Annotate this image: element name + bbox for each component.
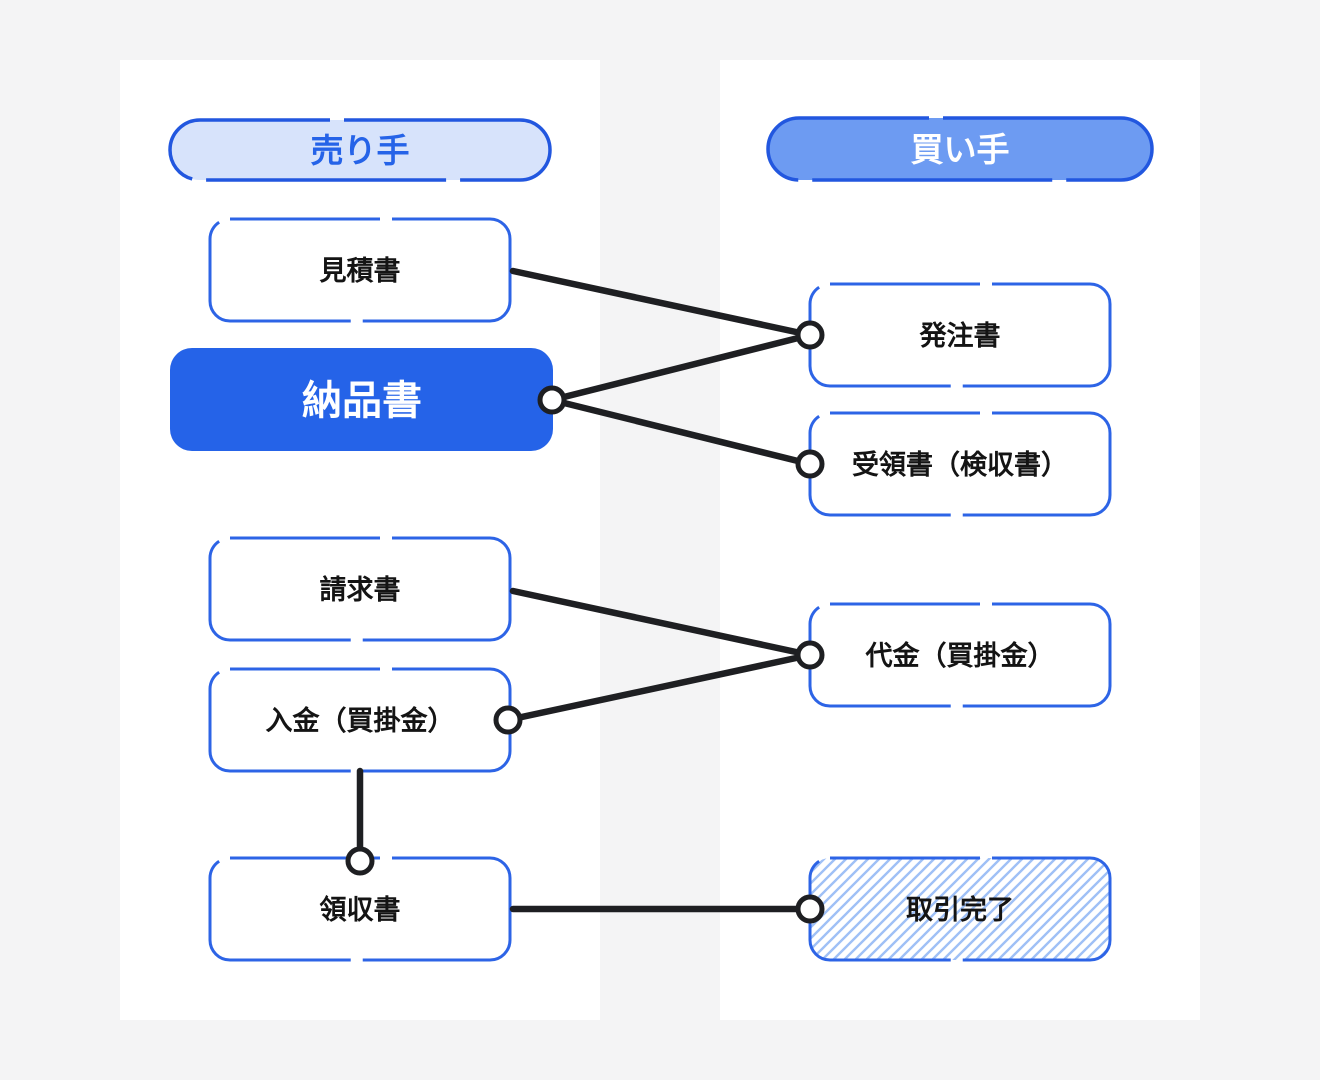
box-quotation-label: 見積書 [320,256,401,287]
buyer-header-pill-shape [766,116,1154,182]
box-goods-receipt-label: 受領書（検収書） [852,449,1068,481]
connector-node-payment [795,640,825,670]
buyer-header-label: 買い手 [911,130,1010,169]
connector-quotation-to-purchase-order [509,267,814,339]
buyer-header-pill: 買い手 [766,116,1154,182]
seller-header-pill: 売り手 [168,118,552,182]
box-delivery-note-label: 納品書 [302,378,422,424]
box-payment-label: 代金（買掛金） [865,640,1055,672]
box-invoice-label: 請求書 [320,574,401,606]
connector-node-purchase-order [795,320,825,350]
box-delivery-note: 納品書 [170,348,553,451]
box-quotation: 見積書 [208,217,512,323]
box-transaction-complete-label: 取引完了 [906,894,1014,926]
connector-node-transaction-complete [795,894,825,924]
box-goods-receipt: 受領書（検収書） [808,411,1112,517]
connector-payment-received-to-payment [504,651,814,724]
box-purchase-order: 発注書 [808,282,1112,388]
box-purchase-order-label: 発注書 [919,320,1001,352]
connector-node-goods-receipt [795,449,825,479]
box-payment: 代金（買掛金） [808,602,1112,708]
box-receipt-label: 領収書 [320,894,401,926]
connector-invoice-to-payment [509,587,814,659]
connector-delivery-note-to-goods-receipt [548,396,814,468]
box-payment-received-label: 入金（買掛金） [266,705,455,737]
box-payment-received: 入金（買掛金） [208,667,512,773]
connector-node-receipt-top [345,846,375,876]
box-invoice: 請求書 [208,536,512,642]
box-transaction-complete: 取引完了 [808,856,1112,962]
seller-header-label: 売り手 [311,131,410,170]
seller-header-pill-shape [168,118,552,182]
connector-delivery-note-to-purchase-order [548,331,814,404]
connector-node-payment-received [493,705,523,735]
connector-node-delivery-note [537,385,567,415]
